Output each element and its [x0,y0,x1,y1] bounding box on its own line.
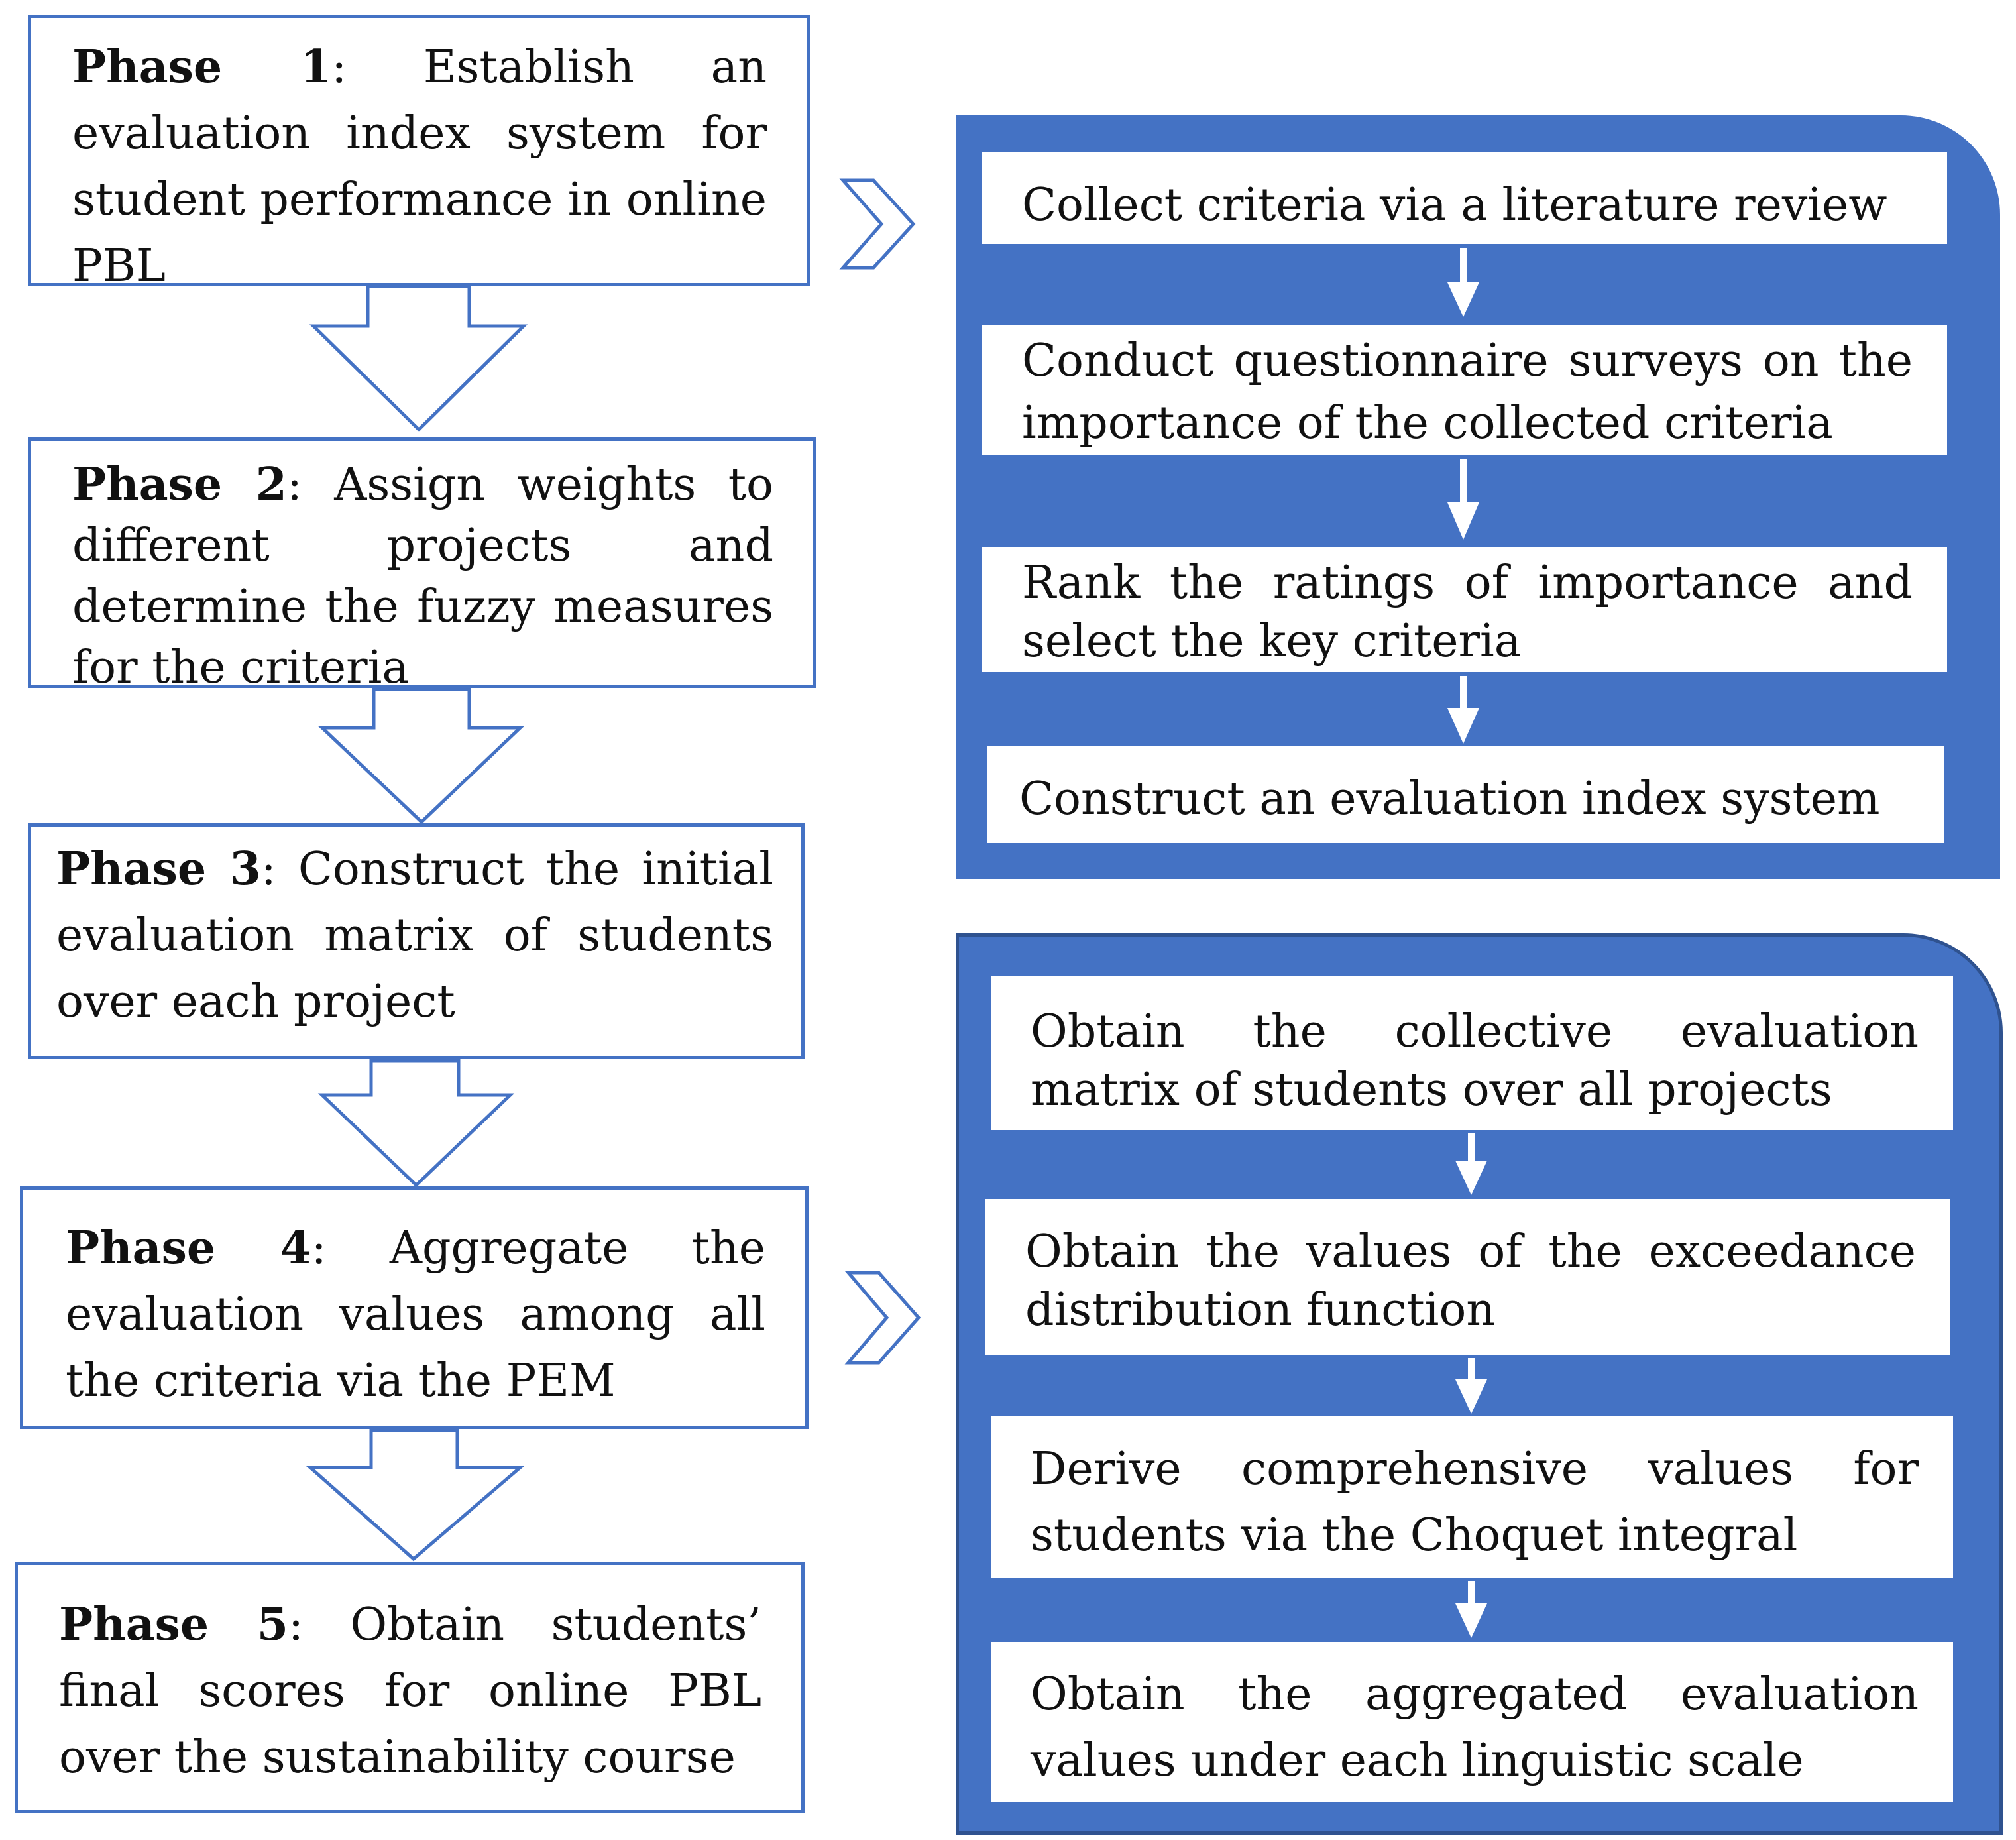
phase-3-label: Phase 3 [56,842,261,895]
step-choquet-integral: Derive comprehensive values for students… [991,1416,1953,1578]
down-arrow-icon [1447,502,1479,540]
down-arrow-icon [1455,1161,1487,1195]
step-collective-matrix: Obtain the collective evaluation matrix … [991,976,1953,1130]
step-choquet-integral-text: Derive comprehensive values for students… [1031,1443,1919,1562]
step-exceedance-function-text: Obtain the values of the exceedance dist… [1025,1226,1916,1336]
down-arrow-icon [1447,282,1479,317]
chevron-right-icon [839,178,916,270]
step-collective-matrix-text: Obtain the collective evaluation matrix … [1031,1006,1919,1116]
down-arrow-icon [1455,1379,1487,1414]
top-panel-arrows [1447,248,1479,744]
down-arrow-icon-shaft [1460,676,1467,711]
phase-5-box: Phase 5: Obtain students’ final scores f… [15,1562,805,1813]
step-questionnaire-surveys: Conduct questionnaire surveys on the imp… [982,325,1947,455]
step-aggregated-values: Obtain the aggregated evaluation values … [991,1642,1953,1802]
down-arrow-icon [1455,1603,1487,1638]
step-rank-ratings: Rank the ratings of importance and selec… [982,547,1947,672]
down-arrow-icon [306,1428,525,1562]
down-arrow-icon [1447,708,1479,744]
step-construct-index-system: Construct an evaluation index system [987,746,1944,843]
phase-3-text: : Construct the initial evaluation matri… [56,843,773,1028]
aggregation-process-panel: Obtain the collective evaluation matrix … [956,933,2003,1835]
bottom-panel-arrows [1455,1133,1487,1638]
phase-4-label: Phase 4 [66,1222,311,1275]
step-exceedance-function: Obtain the values of the exceedance dist… [985,1199,1950,1355]
step-collect-criteria-text: Collect criteria via a literature review [1022,179,1887,231]
down-arrow-icon [317,1059,515,1188]
down-arrow-icon-shaft [1468,1133,1475,1163]
step-aggregated-values-text: Obtain the aggregated evaluation values … [1031,1668,1919,1787]
phase-4-box: Phase 4: Aggregate the evaluation values… [20,1186,809,1429]
step-questionnaire-surveys-text: Conduct questionnaire surveys on the imp… [1022,335,1913,449]
phase-2-text: : Assign weights to different projects a… [72,459,773,694]
step-collect-criteria: Collect criteria via a literature review [982,152,1947,244]
down-arrow-icon-shaft [1468,1358,1475,1383]
phase-5-text: : Obtain students’ final scores for onli… [59,1599,761,1784]
phase-3-box: Phase 3: Construct the initial evaluatio… [28,823,805,1059]
down-arrow-icon-shaft [1460,459,1467,505]
phase-4-text: : Aggregate the evaluation values among … [66,1222,765,1407]
down-arrow-icon-shaft [1468,1581,1475,1606]
phase-1-text: : Establish an evaluation index system f… [72,41,767,292]
step-rank-ratings-text: Rank the ratings of importance and selec… [1022,557,1913,667]
down-arrow-icon [317,687,525,825]
step-construct-index-system-text: Construct an evaluation index system [1019,773,1880,825]
phase-1-label: Phase 1 [72,40,332,93]
down-arrow-icon-shaft [1460,248,1467,285]
criteria-process-panel: Collect criteria via a literature review… [956,115,2000,879]
phase-2-label: Phase 2 [72,458,287,511]
chevron-right-icon [844,1271,921,1365]
phase-2-box: Phase 2: Assign weights to different pro… [28,437,816,694]
down-arrow-icon [309,284,528,432]
phase-1-box: Phase 1: Establish an evaluation index s… [28,15,810,292]
phase-5-label: Phase 5 [59,1598,289,1651]
